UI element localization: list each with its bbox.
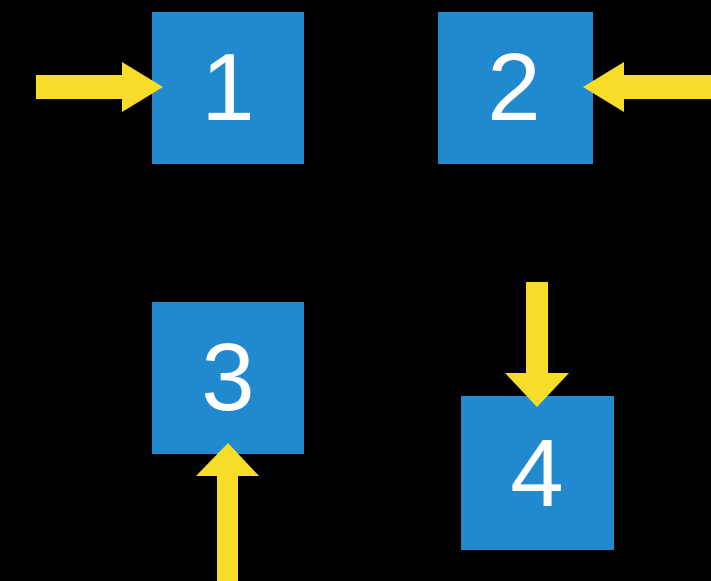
node-label-3: 3 [201, 324, 255, 431]
arrow-up-icon[interactable] [196, 443, 259, 581]
node-box-1[interactable] [152, 12, 304, 164]
arrow-down-icon[interactable] [505, 282, 569, 407]
node-box-3[interactable] [152, 302, 304, 454]
arrow-left-icon[interactable] [583, 62, 711, 112]
node-box-4[interactable] [461, 396, 614, 550]
node-label-4: 4 [510, 420, 564, 527]
node-label-2: 2 [487, 34, 541, 141]
arrow-right-icon[interactable] [36, 62, 163, 112]
node-box-2[interactable] [438, 12, 593, 164]
node-label-1: 1 [201, 34, 255, 141]
